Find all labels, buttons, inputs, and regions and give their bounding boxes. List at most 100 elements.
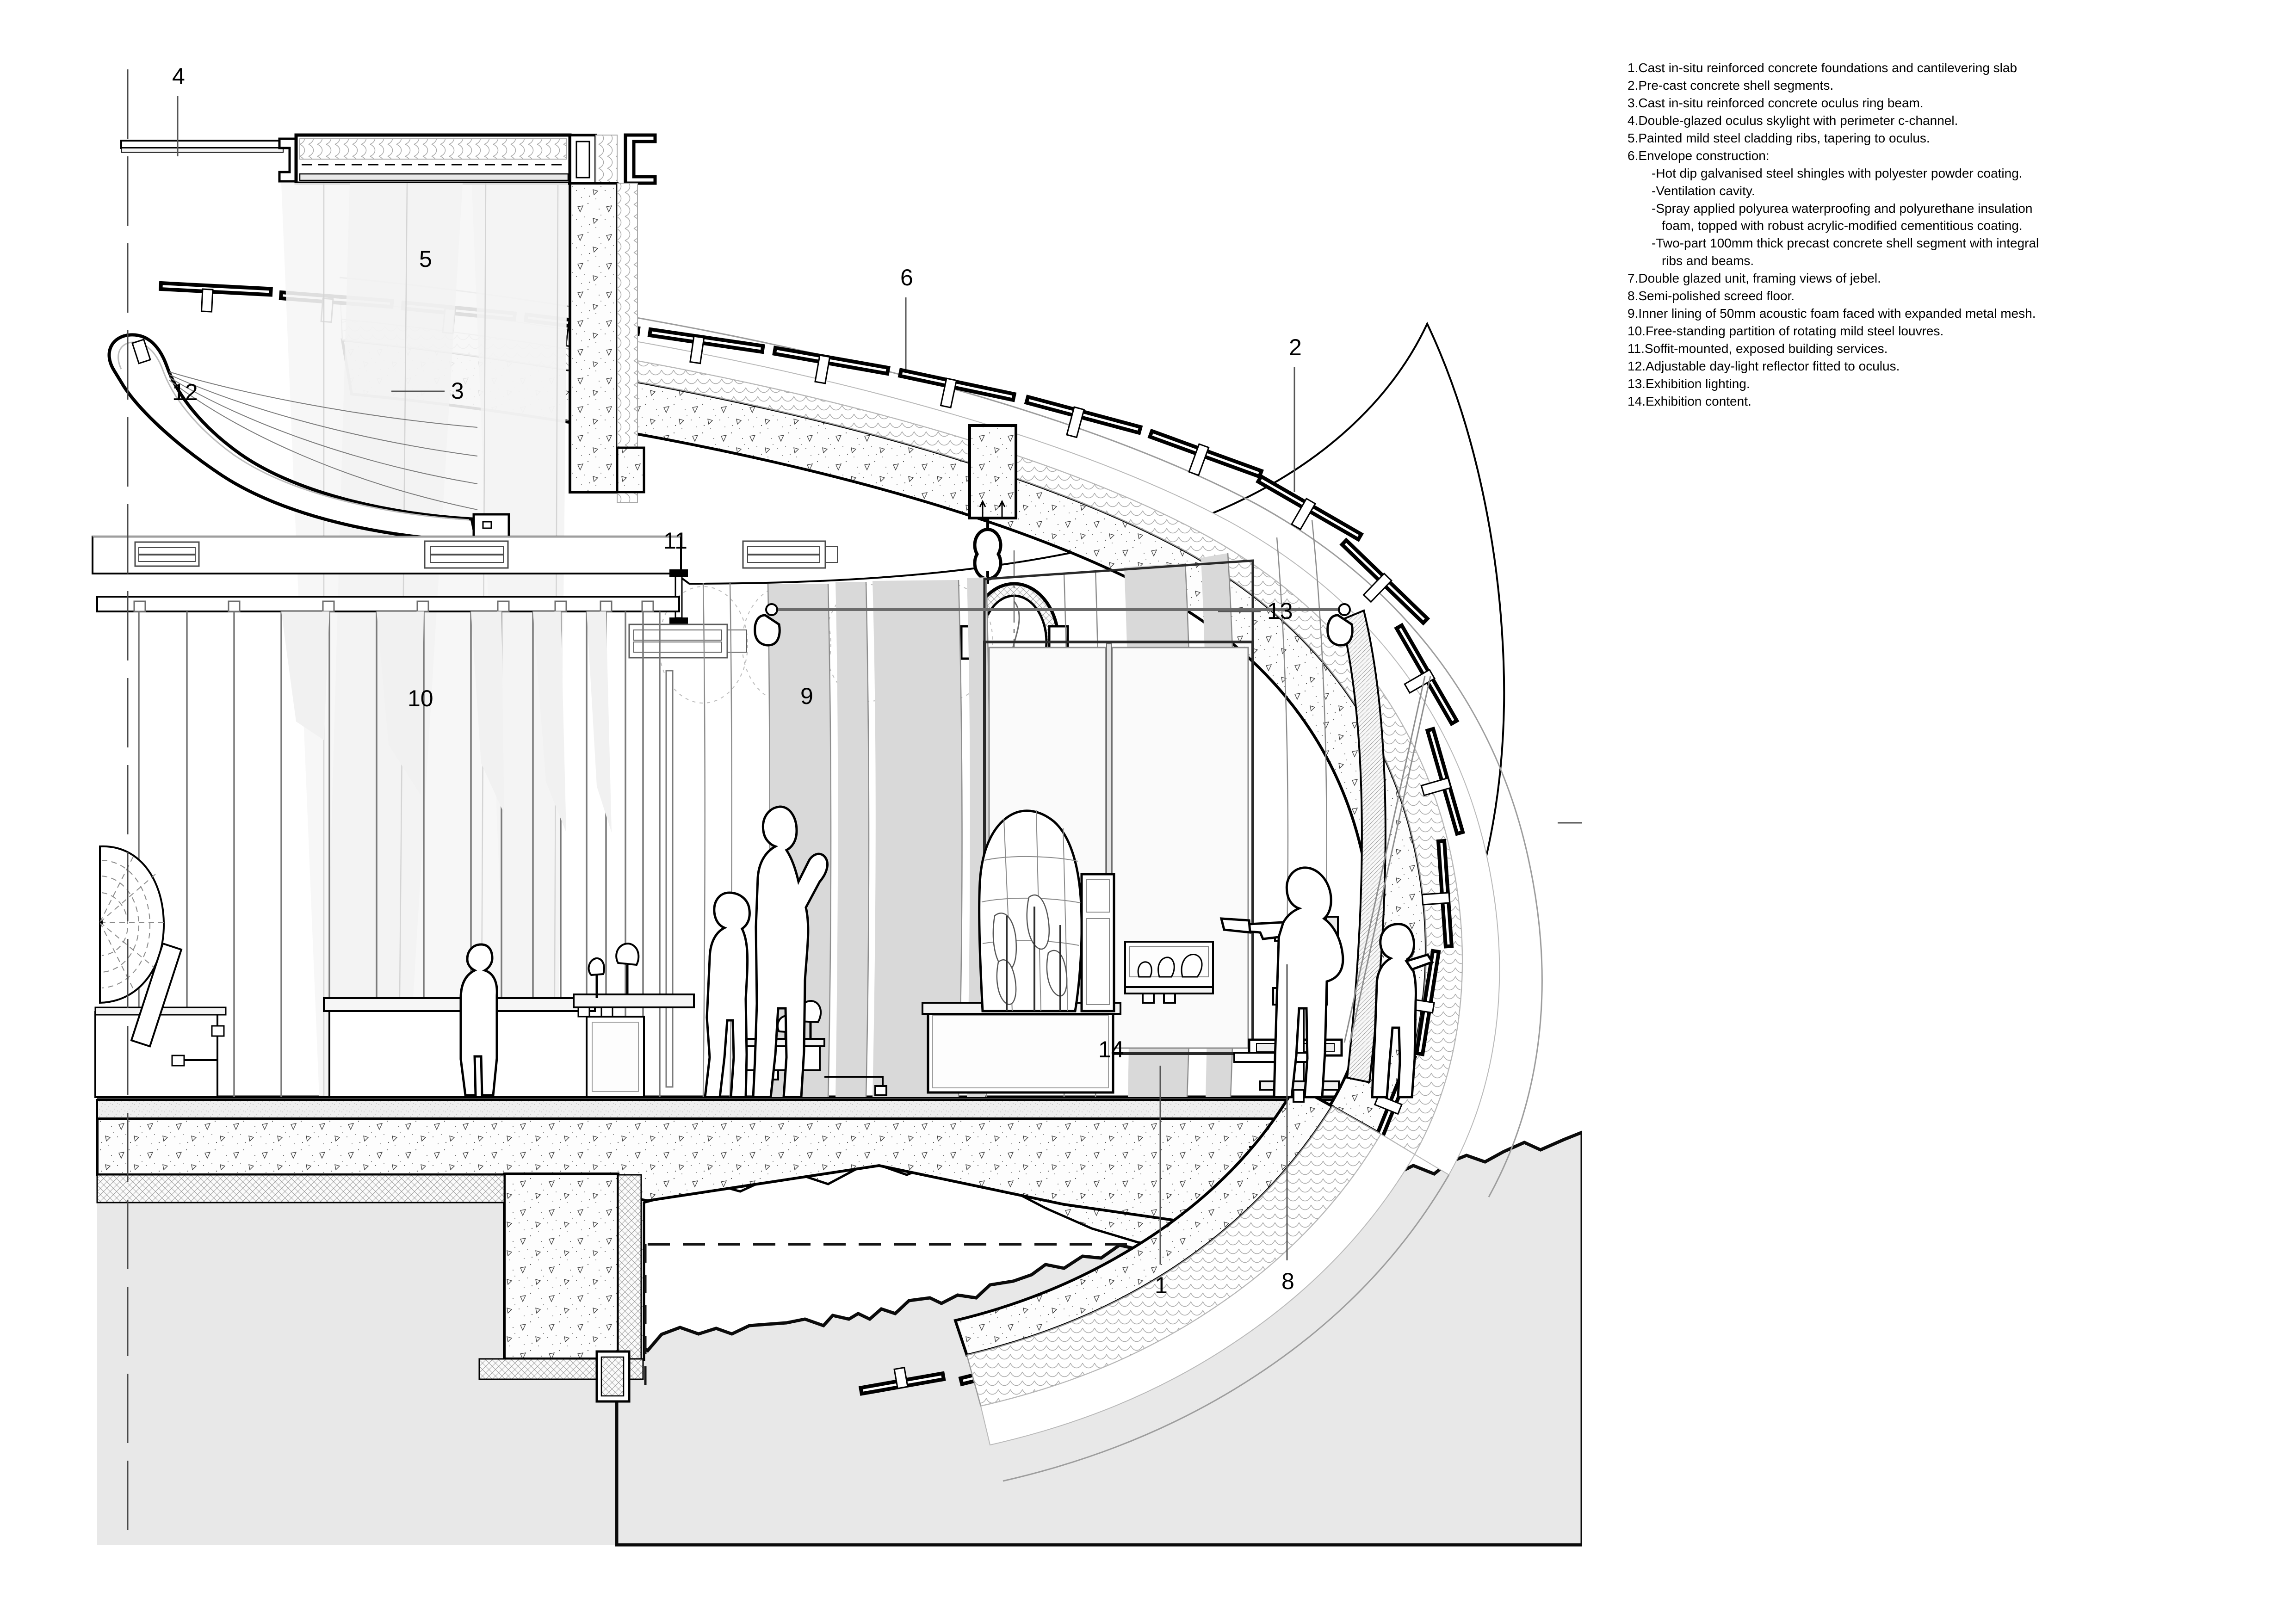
callout-number-9: 9 — [800, 683, 813, 709]
legend-item-number: 11. — [1628, 341, 1645, 356]
legend-item-number: - — [1652, 236, 1656, 251]
exhibit-monolith — [978, 809, 1115, 1012]
legend-item-number: 9. — [1628, 306, 1639, 321]
oculus-jamb-core — [576, 141, 590, 179]
legend-item-number: 10. — [1628, 324, 1646, 339]
legend-item-text: Spray applied polyurea waterproofing and… — [1656, 201, 2033, 216]
callout-3: 3 — [391, 378, 464, 404]
callout-number-11: 11 — [663, 528, 687, 554]
legend-item-17: 11. Soffit-mounted, exposed building ser… — [1628, 340, 2275, 358]
callout-number-10: 10 — [408, 685, 433, 711]
legend-item-10: foam, topped with robust acrylic-modifie… — [1628, 217, 2275, 235]
oculus-glazing-pane-inner — [121, 148, 284, 153]
blinding-downstand-right — [617, 1174, 642, 1366]
legend-item-7: - Hot dip galvanised steel shingles with… — [1628, 165, 2275, 182]
legend-item-text: Envelope construction: — [1638, 148, 1770, 163]
legend-item-text: ribs and beams. — [1662, 253, 1754, 268]
vitrine-case — [586, 1016, 645, 1098]
legend-list: 1. Cast in-situ reinforced concrete foun… — [1628, 59, 2275, 410]
callout-number-2: 2 — [1289, 334, 1302, 360]
legend-item-text: Painted mild steel cladding ribs, taperi… — [1638, 130, 1930, 145]
legend-item-number: - — [1652, 183, 1656, 198]
legend-item-number: 1. — [1628, 61, 1639, 75]
legend-item-number: 6. — [1628, 148, 1639, 163]
oculus-skylight-assembly — [120, 133, 657, 503]
spotlight-head-1 — [754, 614, 781, 647]
legend-item-19: 13. Exhibition lighting. — [1628, 375, 2275, 393]
ground-mass-left — [97, 1173, 615, 1545]
callout-group: 4512362111310971418 — [172, 63, 1582, 1298]
louvre-partition[interactable] — [96, 596, 680, 1097]
callout-7: 7 — [1558, 822, 1582, 824]
figure-man-reading — [1273, 866, 1344, 1098]
legend-item-text: Ventilation cavity. — [1656, 183, 1755, 198]
legend-item-number: - — [1652, 201, 1656, 216]
legend-item-text: Semi-polished screed floor. — [1638, 289, 1795, 303]
callout-12: 12 — [172, 379, 198, 405]
legend-item-text: Pre-cast concrete shell segments. — [1638, 78, 1834, 93]
figure-woman — [704, 891, 751, 1098]
oculus-ring-beam-wall — [569, 182, 619, 494]
legend-item-text: Adjustable day-light reflector fitted to… — [1645, 358, 1900, 373]
linear-diffuser-2 — [424, 540, 509, 569]
oculus-head-base-plate — [299, 173, 569, 181]
head-steel-channel — [624, 133, 657, 185]
legend-item-11: - Two-part 100mm thick precast concrete … — [1628, 235, 2275, 252]
legend-item-text: Cast in-situ reinforced concrete oculus … — [1638, 95, 1924, 110]
legend-item-9: - Spray applied polyurea waterproofing a… — [1628, 200, 2275, 217]
callout-13: 13 — [1218, 598, 1293, 624]
figure-man-pointing — [752, 805, 829, 1098]
legend-item-text: foam, topped with robust acrylic-modifie… — [1662, 218, 2023, 233]
legend-item-number: - — [1652, 166, 1656, 180]
legend-item-5: 5. Painted mild steel cladding ribs, tap… — [1628, 130, 2275, 147]
screed-floor — [96, 1099, 1352, 1119]
callout-number-3: 3 — [451, 378, 464, 404]
angled-label-panel — [130, 942, 225, 1067]
shell-lower-curve-cavity — [980, 1133, 1416, 1446]
callout-number-8: 8 — [1281, 1268, 1294, 1294]
legend-item-text: Two-part 100mm thick precast concrete sh… — [1656, 236, 2039, 251]
legend-item-text: Free-standing partition of rotating mild… — [1645, 324, 1944, 339]
foundation-downstand — [503, 1173, 619, 1360]
legend-item-1: 1. Cast in-situ reinforced concrete foun… — [1628, 59, 2275, 77]
legend-item-15: 9. Inner lining of 50mm acoustic foam fa… — [1628, 305, 2275, 322]
legend-item-3: 3. Cast in-situ reinforced concrete ocul… — [1628, 94, 2275, 112]
linear-diffuser-1 — [134, 541, 200, 567]
callout-number-14: 14 — [1098, 1037, 1124, 1062]
legend-item-12: ribs and beams. — [1628, 252, 2275, 270]
callout-1: 1 — [1155, 1066, 1168, 1298]
shell-lower-outer-profile — [1003, 1174, 1450, 1482]
legend-item-number: 13. — [1628, 376, 1646, 391]
wall-vitrine-right — [1124, 941, 1214, 1004]
legend-item-text: Soffit-mounted, exposed building service… — [1644, 341, 1888, 356]
oculus-ring-beam-head — [616, 446, 645, 494]
exhibit-objects-left — [588, 942, 640, 998]
oculus-glazing-pane — [120, 140, 284, 149]
callout-number-12: 12 — [172, 379, 198, 405]
dgu-frame — [983, 641, 1254, 1055]
legend-item-text: Cast in-situ reinforced concrete foundat… — [1638, 61, 2018, 75]
oculus-head-insulation — [299, 138, 567, 160]
legend-item-text: Double-glazed oculus skylight with perim… — [1638, 113, 1958, 128]
ventilation-cavity — [340, 300, 1500, 1176]
callout-11: 11 — [663, 528, 687, 554]
callout-number-5: 5 — [419, 246, 432, 272]
legend-item-20: 14. Exhibition content. — [1628, 393, 2275, 410]
legend-item-13: 7. Double glazed unit, framing views of … — [1628, 270, 2275, 287]
legend-item-2: 2. Pre-cast concrete shell segments. — [1628, 77, 2275, 94]
legend-item-text: Hot dip galvanised steel shingles with p… — [1656, 166, 2023, 180]
callout-2: 2 — [1289, 334, 1302, 492]
callout-number-4: 4 — [172, 63, 185, 89]
exhibition-lighting — [754, 603, 1354, 647]
figure-telescope-arm — [1405, 953, 1434, 971]
shell-downstand-rib — [968, 424, 1017, 519]
exhibit-dish — [94, 845, 227, 1098]
legend-item-number: 4. — [1628, 113, 1639, 128]
callout-10: 10 — [408, 685, 433, 711]
exhibition-plinth-central — [922, 1002, 1121, 1094]
blinding-layer — [96, 1174, 505, 1203]
soffit-services — [134, 540, 838, 625]
figure-child-left — [459, 943, 498, 1097]
section-drawing: 4512362111310971418 — [92, 63, 1582, 1547]
daylight-shaft — [281, 183, 568, 1097]
